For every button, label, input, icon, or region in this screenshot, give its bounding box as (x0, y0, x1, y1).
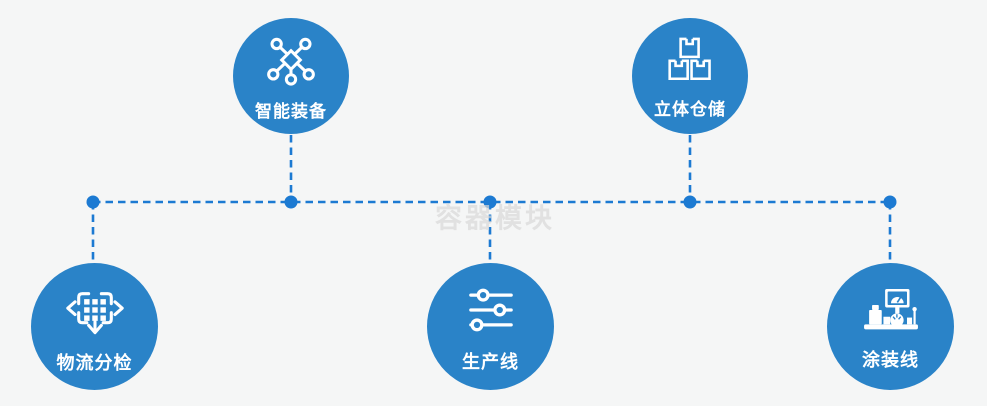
diagram-node-warehouse: 立体仓储 (632, 18, 748, 134)
junction-dot (483, 195, 497, 209)
machine-monitor-icon (859, 284, 923, 336)
junction-dot (683, 195, 697, 209)
network-nodes-icon (264, 33, 318, 87)
diagram-node-production: 生产线 (427, 263, 554, 390)
junction-dot (86, 195, 100, 209)
diagram-node-painting: 涂装线 (827, 263, 954, 390)
node-label: 生产线 (462, 351, 519, 372)
node-label: 物流分检 (56, 352, 133, 373)
node-label: 立体仓储 (654, 99, 726, 119)
junction-dot (284, 195, 298, 209)
diagram-node-smart-equipment: 智能装备 (233, 18, 349, 134)
node-label: 智能装备 (255, 101, 327, 121)
node-label: 涂装线 (862, 349, 919, 370)
diagram-node-sorting: 物流分检 (31, 263, 158, 390)
sliders-icon (463, 282, 519, 338)
sorting-arrows-icon (65, 281, 124, 339)
junction-dot (883, 195, 897, 209)
stacked-boxes-icon (665, 35, 715, 85)
